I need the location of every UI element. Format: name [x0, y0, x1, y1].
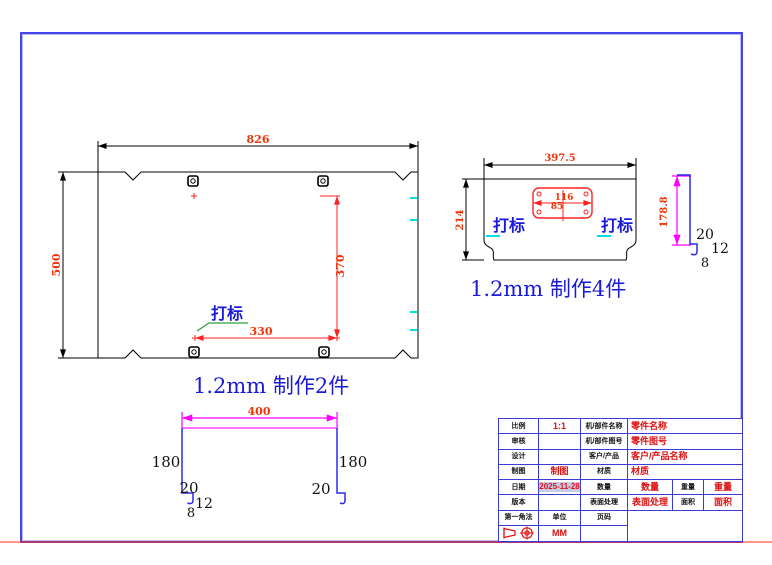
- mark-label-left: 打标: [493, 216, 525, 235]
- right-profile-line: [677, 174, 698, 256]
- projection-symbol-cell: [499, 525, 539, 541]
- scale-label: 比例: [499, 419, 539, 435]
- part-name-value: 零件名称: [628, 419, 742, 435]
- date-label: 日期: [499, 480, 539, 496]
- date-value: 2025-11-28: [539, 482, 580, 493]
- customer-label: 客户/产品: [581, 449, 628, 465]
- dim-text-85: 85: [551, 202, 564, 212]
- dim-text-397-5: 397.5: [544, 153, 575, 164]
- dim-370-330-lines: [191, 193, 340, 341]
- dim-text-right-8: 8: [701, 256, 709, 271]
- customer-value: 客户/产品名称: [628, 450, 742, 465]
- dim-text-left-20: 20: [179, 479, 198, 497]
- version-value: [539, 495, 581, 511]
- channel-right-leg: [336, 428, 346, 505]
- title-row-projection: 第一角法 单位 页码: [499, 510, 742, 526]
- weight-label: 重量: [673, 480, 704, 496]
- dim-text-right-12: 12: [711, 241, 729, 257]
- dim-397-5: [483, 158, 637, 179]
- small-panel-drawing: 397.5 214 116 85 打标 打标 1.2mm 制作4件: [455, 153, 637, 301]
- area-label: 面积: [673, 495, 704, 511]
- design-label: 设计: [499, 449, 539, 465]
- unit-value: MM: [539, 525, 581, 541]
- check-value: [539, 434, 581, 450]
- dim-826: [97, 141, 419, 172]
- area-value: 面积: [704, 495, 742, 511]
- mark-label: 打标: [211, 304, 243, 323]
- scale-value: 1:1: [539, 419, 581, 435]
- dim-text-right2-20: 20: [311, 480, 330, 498]
- qty-value: 数量: [628, 480, 673, 496]
- dim-text-400: 400: [248, 405, 271, 418]
- page-no-value-cell: [581, 525, 628, 541]
- projection-label: 第一角法: [499, 510, 539, 526]
- small-caption: 1.2mm 制作4件: [470, 277, 626, 301]
- small-panel-outline: [483, 178, 637, 261]
- notes-cell-bottom: [628, 526, 742, 541]
- page-no-label: 页码: [581, 510, 628, 526]
- part-name-label: 机/部件名称: [581, 419, 628, 435]
- channel-left-leg: [181, 428, 194, 505]
- main-panel-drawing: 826 500 370 330 打标 1.2mm 制作2件: [50, 133, 419, 398]
- dim-text-370: 370: [334, 254, 347, 277]
- dim-text-right-180: 180: [339, 453, 368, 471]
- version-label: 版本: [499, 495, 539, 511]
- mounting-hole: [318, 346, 330, 358]
- weight-value: 重量: [704, 480, 742, 496]
- bottom-channel-profile: 400 180 180 20 12 8 20: [152, 405, 368, 521]
- title-row-symbol: MM: [499, 525, 742, 541]
- surface-label: 表面处理: [581, 495, 628, 511]
- draft-label: 制图: [499, 464, 539, 480]
- material-label: 材质: [581, 464, 628, 480]
- mounting-hole: [317, 175, 329, 187]
- dim-text-right-20: 20: [696, 227, 714, 243]
- dim-text-330: 330: [250, 325, 273, 338]
- title-row-date: 日期 2025-11-28 数量 数量 重量 重量: [499, 480, 742, 496]
- sheet-border: [20, 32, 743, 541]
- design-value: [539, 449, 581, 465]
- unit-label: 单位: [539, 510, 581, 526]
- dim-400: [181, 412, 338, 428]
- title-block: 比例 1:1 机/部件名称 零件名称 审核 机/部件图号 零件图号 设计 客户/…: [498, 418, 743, 542]
- sheet-bottom-line: [20, 541, 743, 543]
- mark-underlines: [486, 235, 611, 237]
- part-no-label: 机/部件图号: [581, 434, 628, 450]
- dim-178-8: [672, 175, 691, 246]
- mounting-hole: [187, 175, 199, 187]
- dim-214: [462, 178, 484, 261]
- dim-text-500: 500: [50, 253, 63, 276]
- cutout: [532, 187, 593, 221]
- notes-cell: [628, 511, 742, 526]
- leader-line: [196, 322, 248, 332]
- part-no-value: 零件图号: [628, 434, 742, 450]
- dim-text-214: 214: [455, 210, 466, 231]
- mark-label-right: 打标: [601, 216, 633, 235]
- first-angle-projection-icon: [502, 526, 534, 540]
- dim-text-left-180: 180: [152, 453, 181, 471]
- title-row-draft: 制图 制图 材质 材质: [499, 464, 742, 480]
- surface-value: 表面处理: [628, 495, 673, 511]
- dim-500: [58, 171, 98, 359]
- title-row-check: 审核 机/部件图号 零件图号: [499, 434, 742, 450]
- draft-value: 制图: [539, 464, 581, 480]
- date-value-cell: 2025-11-28: [539, 480, 581, 496]
- panel-outline: [97, 171, 419, 359]
- dim-text-826: 826: [247, 133, 270, 146]
- right-bend-profile: 178.8 20 12 8: [659, 174, 729, 271]
- material-value: 材质: [628, 465, 742, 480]
- title-row-design: 设计 客户/产品 客户/产品名称: [499, 449, 742, 465]
- edge-marks: [410, 197, 417, 331]
- mounting-hole: [188, 346, 200, 358]
- dim-text-116: 116: [555, 193, 574, 203]
- dim-text-left-8: 8: [187, 506, 195, 521]
- dim-text-178-8: 178.8: [659, 196, 670, 227]
- title-row-scale: 比例 1:1 机/部件名称 零件名称: [499, 419, 742, 435]
- qty-label: 数量: [581, 480, 628, 496]
- title-row-version: 版本 表面处理 表面处理 面积 面积: [499, 495, 742, 511]
- check-label: 审核: [499, 434, 539, 450]
- dim-text-left-12: 12: [195, 496, 213, 512]
- main-caption: 1.2mm 制作2件: [193, 374, 349, 398]
